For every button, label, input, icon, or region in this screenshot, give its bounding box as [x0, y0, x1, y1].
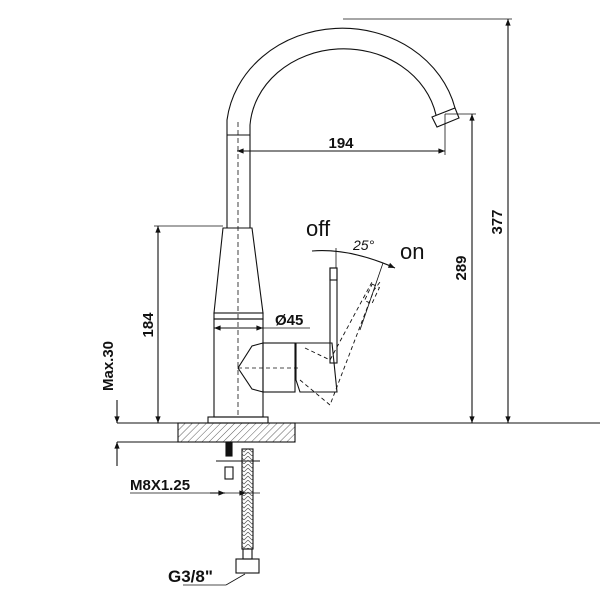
spout-height-label: 289 [453, 255, 470, 280]
countertop-section [177, 422, 296, 443]
lever-angle-label: 25° [352, 237, 375, 253]
base-plate [207, 416, 269, 424]
thread-label: M8X1.25 [130, 477, 190, 494]
spout-reach-label: 194 [328, 135, 354, 152]
spout-inner [249, 48, 437, 135]
off-label: off [306, 216, 331, 241]
max-thickness-label: Max.30 [100, 341, 117, 391]
handle-housing [295, 342, 338, 393]
total-height-label: 377 [489, 209, 506, 234]
body-height-label: 184 [140, 312, 157, 338]
hose-nut [235, 558, 260, 574]
on-label: on [400, 239, 424, 264]
flexible-hose [241, 448, 254, 550]
spout-outer [226, 27, 456, 135]
hose-connection-label: G3/8" [168, 567, 213, 586]
tapered-body [213, 227, 264, 314]
body-diameter-label: Ø45 [275, 312, 303, 329]
aerator [431, 107, 460, 128]
lever [329, 267, 338, 364]
